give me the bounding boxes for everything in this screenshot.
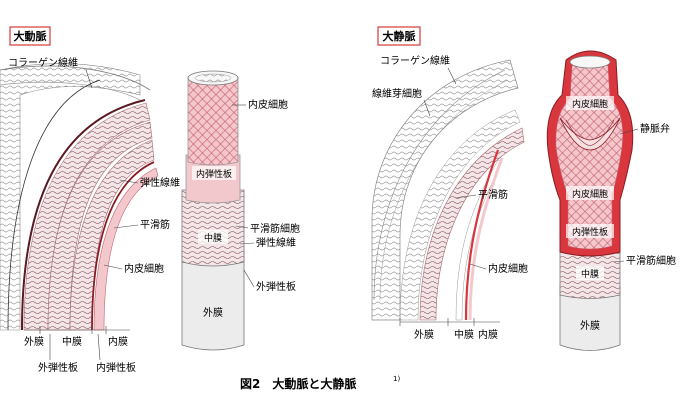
artery-label-adventitia: 外膜 [24, 336, 44, 348]
artery-tube-label-elastic-fiber: 弾性線維 [256, 236, 296, 249]
vein-title-box [377, 26, 421, 46]
vein-label-intima: 内膜 [478, 328, 498, 341]
artery-label-external-elastic: 外弾性板 [38, 361, 78, 374]
artery-label-internal-elastic: 内弾性板 [96, 361, 136, 374]
artery-label-intima: 内膜 [108, 335, 128, 348]
figure-caption: 図2 大動脈と大静脈 [240, 376, 356, 391]
vein-tube-label-internal-elastic: 内弾性板 [572, 226, 608, 238]
artery-label-endothelial: 内皮細胞 [124, 262, 164, 275]
artery-label-media: 中膜 [62, 335, 82, 348]
vein-wall-section [371, 59, 525, 321]
artery-tube-label-adventitia: 外膜 [203, 307, 223, 319]
vein-label-fibroblast: 線維芽細胞 [372, 87, 422, 100]
vein-tube-label-valve: 静脈弁 [640, 122, 670, 135]
vein-label-endothelial: 内皮細胞 [488, 262, 528, 275]
vein-tube [546, 50, 634, 351]
artery-tube-label-endothelial: 内皮細胞 [248, 98, 288, 111]
artery-wall-section [0, 63, 159, 331]
vein-label-adventitia: 外膜 [414, 329, 434, 341]
vein-label-collagen: コラーゲン線維 [380, 54, 450, 67]
vein-tube-label-media: 中膜 [581, 268, 599, 280]
artery-tube-label-smooth-muscle-cell: 平滑筋細胞 [250, 222, 300, 235]
artery-tube-label-internal-elastic: 内弾性板 [196, 168, 232, 180]
artery-title-box [9, 26, 51, 46]
vein-label-smooth-muscle: 平滑筋 [478, 188, 508, 201]
artery-label-collagen: コラーゲン線維 [8, 56, 78, 69]
vein-title: 大静脈 [383, 29, 416, 43]
artery-title: 大動脈 [14, 29, 47, 43]
vein-tube-label-endothelial: 内皮細胞 [572, 98, 608, 110]
artery-label-elastic-fiber: 弾性線維 [140, 176, 180, 189]
artery-tube-label-media: 中膜 [204, 232, 222, 244]
figure-caption-ref: 1) [393, 375, 400, 383]
vein-label-media: 中膜 [454, 328, 474, 341]
artery-tube-label-external-elastic: 外弾性板 [256, 280, 296, 293]
vein-tube-label-endothelial2: 内皮細胞 [572, 188, 608, 200]
vein-tube-label-smooth-muscle-cell: 平滑筋細胞 [626, 254, 676, 267]
vein-tube-label-adventitia: 外膜 [580, 320, 600, 332]
artery-label-smooth-muscle: 平滑筋 [140, 218, 170, 231]
